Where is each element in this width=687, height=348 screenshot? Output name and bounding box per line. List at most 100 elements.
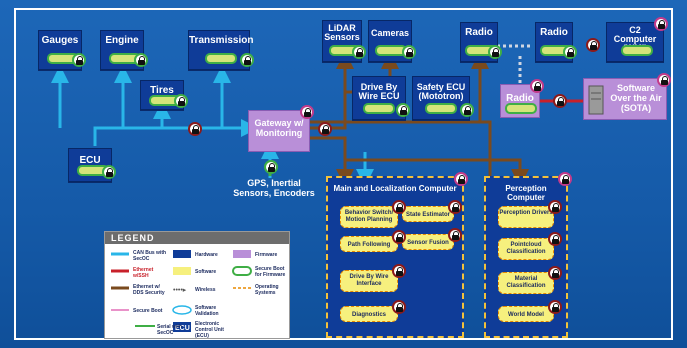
ecu-legend-abbr: ECU bbox=[175, 325, 190, 332]
lock-icon bbox=[460, 103, 474, 117]
lock-icon bbox=[558, 172, 572, 186]
radio-label: Radio bbox=[540, 27, 568, 38]
safety-ecu-label: Safety ECU (Mototron) bbox=[416, 82, 466, 101]
gps-label: GPS, Inertial Sensors, Encoders bbox=[233, 178, 315, 198]
legend-software: Software bbox=[195, 269, 217, 275]
lidar-label: LiDAR Sensors bbox=[324, 23, 360, 42]
lock-icon bbox=[488, 45, 502, 59]
wireless-links bbox=[497, 44, 533, 84]
lock-icon bbox=[300, 105, 314, 119]
tires-node[interactable]: Tires bbox=[140, 80, 188, 110]
legend-title: LEGEND bbox=[105, 232, 289, 244]
lock-icon bbox=[102, 165, 116, 179]
ecu-label: ECU bbox=[79, 155, 101, 166]
sota-label: Software Over the Air (SOTA) bbox=[610, 83, 662, 113]
lock-icon bbox=[402, 45, 416, 59]
gateway-label: Gateway w/ Monitoring bbox=[254, 118, 304, 138]
lock-icon bbox=[392, 300, 406, 314]
diagram-frame bbox=[14, 8, 673, 340]
svg-text:••••▸: ••••▸ bbox=[173, 287, 187, 294]
secure-boot-badge bbox=[363, 103, 395, 114]
sw-world-model[interactable]: World Model bbox=[498, 306, 554, 322]
lock-icon bbox=[396, 103, 410, 117]
lock-icon bbox=[548, 200, 562, 214]
radio-node-2[interactable]: Radio bbox=[535, 22, 577, 62]
lock-icon bbox=[174, 94, 188, 108]
c2-computer-node[interactable]: C2 Computer (WMI) bbox=[606, 17, 668, 62]
legend: LEGEND ••••▸ ECU CAN Bus with SecOC Ethe… bbox=[104, 231, 290, 339]
lock-icon bbox=[548, 232, 562, 246]
sw-path-following[interactable]: Path Following bbox=[340, 236, 398, 252]
legend-os: Operating Systems bbox=[255, 284, 279, 296]
server-icon bbox=[588, 85, 604, 115]
lock-icon bbox=[352, 45, 366, 59]
lock-icon bbox=[530, 79, 544, 93]
lock-icon bbox=[657, 73, 671, 87]
cameras-node[interactable]: Cameras bbox=[368, 20, 416, 62]
lock-icon bbox=[134, 53, 148, 67]
legend-ecu: Electronic Control Unit (ECU) bbox=[195, 321, 224, 339]
lock-icon bbox=[454, 172, 468, 186]
safety-ecu-node[interactable]: Safety ECU (Mototron) bbox=[412, 76, 474, 120]
lock-icon bbox=[392, 200, 406, 214]
sota-node[interactable]: Software Over the Air (SOTA) bbox=[583, 73, 671, 120]
lock-icon bbox=[72, 53, 86, 67]
tires-label: Tires bbox=[150, 85, 174, 96]
lock-icon bbox=[654, 17, 668, 31]
engine-label: Engine bbox=[105, 35, 139, 46]
lock-icon bbox=[188, 122, 202, 136]
legend-ethernet-dds: Ethernet w/ DDS Security bbox=[133, 284, 165, 296]
transmission-label: Transmission bbox=[189, 35, 254, 46]
legend-hardware: Hardware bbox=[195, 252, 218, 258]
legend-swatches: ••••▸ ECU bbox=[111, 250, 252, 332]
legend-can-bus: CAN Bus with SecOC bbox=[133, 250, 167, 262]
sw-drive-by-wire-interface[interactable]: Drive By Wire Interface bbox=[340, 270, 398, 292]
engine-node[interactable]: Engine bbox=[100, 30, 148, 70]
legend-wireless: Wireless bbox=[195, 287, 216, 293]
lock-icon bbox=[548, 266, 562, 280]
lock-icon bbox=[586, 38, 600, 52]
drive-by-wire-label: Drive By Wire ECU bbox=[358, 82, 400, 101]
gauges-node[interactable]: Gauges bbox=[38, 30, 86, 70]
legend-firmware: Firmware bbox=[255, 252, 278, 258]
sw-pointcloud[interactable]: Pointcloud Classification bbox=[498, 238, 554, 260]
gauges-label: Gauges bbox=[41, 35, 79, 46]
radio-node-3[interactable]: Radio bbox=[500, 79, 544, 118]
secure-boot-badge bbox=[425, 103, 457, 114]
sw-behavior[interactable]: Behavior Switch/ Motion Planning bbox=[340, 206, 398, 228]
lock-icon bbox=[264, 160, 278, 174]
lock-icon bbox=[240, 53, 254, 67]
radio-node-1[interactable]: Radio bbox=[460, 22, 502, 62]
radio-label: Radio bbox=[506, 93, 534, 104]
lock-icon bbox=[553, 94, 567, 108]
lock-icon bbox=[448, 200, 462, 214]
sw-state-estimator[interactable]: State Estimator bbox=[402, 206, 454, 222]
sw-perception-drivers[interactable]: Perception Drivers bbox=[498, 206, 554, 228]
legend-serial: Serial with SecOC bbox=[157, 324, 183, 336]
cameras-label: Cameras bbox=[370, 28, 410, 38]
lock-icon bbox=[392, 230, 406, 244]
legend-software-validation: Software Validation bbox=[195, 305, 219, 317]
lock-icon bbox=[548, 300, 562, 314]
lock-icon bbox=[318, 122, 332, 136]
lock-icon bbox=[563, 45, 577, 59]
secure-boot-badge bbox=[621, 45, 653, 56]
lock-icon bbox=[392, 264, 406, 278]
gps-sensors-node[interactable]: GPS, Inertial Sensors, Encoders bbox=[232, 178, 316, 214]
main-computer-title: Main and Localization Computer bbox=[333, 184, 457, 193]
ecu-node[interactable]: ECU bbox=[68, 148, 116, 182]
transmission-node[interactable]: Transmission bbox=[188, 30, 254, 70]
legend-secure-boot-fw: Secure Boot for Firmware bbox=[255, 266, 286, 278]
legend-ethernet-ssh: Ethernet w/SSH bbox=[133, 267, 154, 279]
sw-diagnostics[interactable]: Diagnostics bbox=[340, 306, 398, 322]
sw-sensor-fusion[interactable]: Sensor Fusion bbox=[402, 234, 454, 250]
drive-by-wire-node[interactable]: Drive By Wire ECU bbox=[352, 76, 410, 120]
perception-computer-title: Perception Computer bbox=[505, 184, 547, 202]
legend-secure-boot: Secure Boot bbox=[133, 308, 163, 314]
gateway-node[interactable]: Gateway w/ Monitoring bbox=[248, 105, 314, 152]
lock-icon bbox=[448, 228, 462, 242]
sw-material[interactable]: Material Classification bbox=[498, 272, 554, 294]
secure-boot-badge bbox=[205, 53, 237, 64]
lidar-node[interactable]: LiDAR Sensors bbox=[322, 20, 366, 62]
